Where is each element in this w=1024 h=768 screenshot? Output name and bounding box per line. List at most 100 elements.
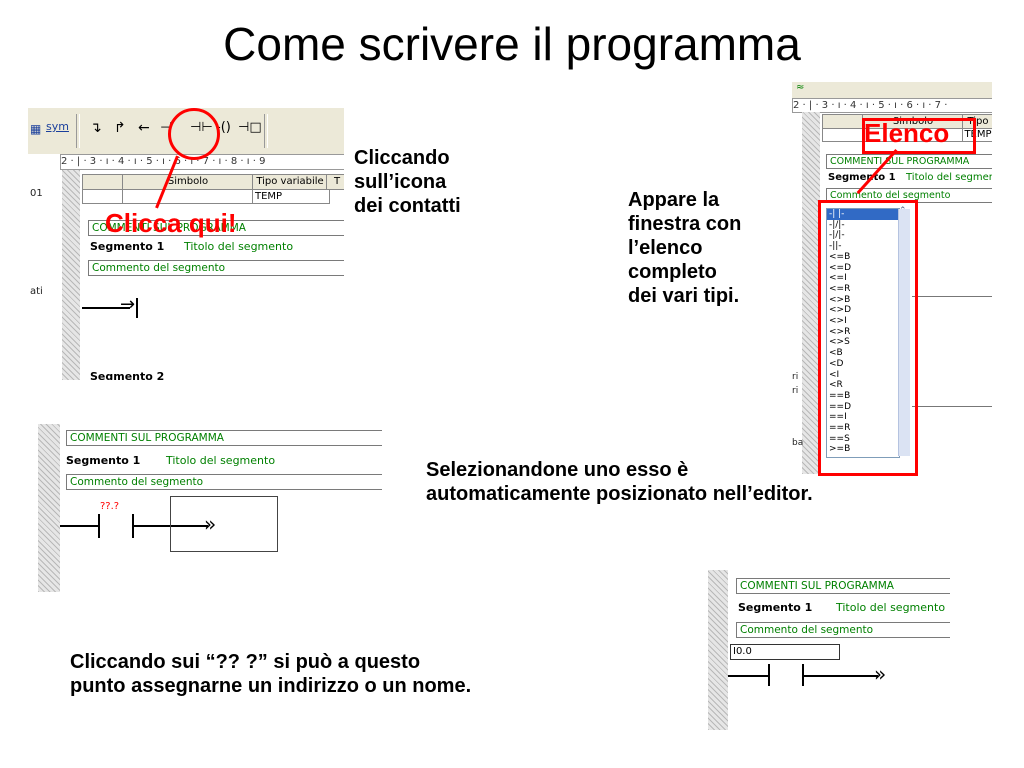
- contact-list-item[interactable]: ==B: [829, 390, 851, 401]
- rung-wire: [60, 525, 98, 527]
- box-icon[interactable]: ⊣□: [238, 120, 262, 135]
- caption-line: Cliccando: [354, 147, 450, 169]
- caption-line: punto assegnarne un indirizzo o un nome.: [70, 675, 472, 697]
- caption-line: dei vari tipi.: [628, 285, 740, 307]
- caption-line: Appare la: [628, 189, 720, 211]
- segment-label: Segmento 1: [738, 601, 813, 614]
- table-cell[interactable]: [82, 189, 124, 204]
- contact-list-item[interactable]: <=D: [829, 262, 852, 273]
- table-header-blank: [82, 174, 124, 190]
- address-input[interactable]: I0.0: [730, 644, 840, 660]
- highlight-circle: [168, 108, 220, 160]
- segment-comment[interactable]: Commento del segmento: [88, 260, 344, 276]
- segment-title[interactable]: Titolo del segmento: [906, 172, 992, 183]
- coil-output-icon: »: [204, 512, 217, 536]
- symbol-toggle-button[interactable]: sym: [46, 120, 69, 133]
- editor-screenshot-contact: COMMENTI SUL PROGRAMMA Segmento 1 Titolo…: [38, 424, 382, 592]
- contact-list-item[interactable]: <B: [829, 348, 843, 359]
- list-highlight-frame-top: [862, 118, 976, 154]
- segment-title[interactable]: Titolo del segmento: [836, 601, 946, 614]
- caption-line: Cliccando sui “?? ?” si può a questo: [70, 651, 421, 673]
- contact-list-item[interactable]: -|/|-: [829, 219, 845, 230]
- segment-comment[interactable]: Commento del segmento: [66, 474, 382, 490]
- contact-list-item[interactable]: <=B: [829, 251, 851, 262]
- toolbar-separator: [76, 114, 80, 148]
- contact-list-item[interactable]: <D: [829, 358, 844, 369]
- contact-list-item[interactable]: <R: [829, 380, 843, 391]
- list-scrollbar[interactable]: ⌃: [898, 206, 910, 456]
- segment-label: Segmento 2: [90, 370, 165, 380]
- caption-assign: Cliccando sui “?? ?” si può a questo pun…: [70, 650, 471, 698]
- contact-list-item[interactable]: <>D: [829, 305, 852, 316]
- program-comments[interactable]: COMMENTI SUL PROGRAMMA: [88, 220, 344, 236]
- table-header-type: Tipo variabile: [252, 174, 328, 190]
- list-annotation: Elenco: [864, 118, 950, 148]
- contact-list-item[interactable]: <>R: [829, 326, 851, 337]
- caption-selecting: Selezionandone uno esso è automaticament…: [426, 458, 813, 506]
- editor-screenshot-list: ≈ 2 · | · 3 · ı · 4 · ı · 5 · ı · 6 · ı …: [792, 82, 992, 474]
- segment-title[interactable]: Titolo del segmento: [184, 240, 294, 253]
- table-header-t: T: [326, 174, 344, 190]
- wave-icon: ≈: [796, 82, 805, 93]
- scroll-up-icon[interactable]: ⌃: [899, 206, 907, 216]
- rung-wire: [912, 296, 992, 297]
- contact-list-item[interactable]: >=B: [829, 444, 851, 455]
- rung-end-arrow: →: [120, 294, 136, 315]
- branch-close-icon[interactable]: ↱: [114, 120, 126, 136]
- rung-wire: [802, 675, 878, 677]
- segment-comment[interactable]: Commento del segmento: [736, 622, 950, 638]
- program-comments[interactable]: COMMENTI SUL PROGRAMMA: [736, 578, 950, 594]
- arrow-left-icon[interactable]: ←: [138, 120, 150, 136]
- contact-list-item[interactable]: <>I: [829, 316, 847, 327]
- table-cell-type[interactable]: TEMP: [962, 128, 992, 142]
- side-label: ba: [792, 438, 804, 448]
- click-here-annotation: Clicca qui!: [105, 208, 237, 238]
- contact-list-item[interactable]: ==D: [829, 401, 852, 412]
- contact-address-placeholder[interactable]: ??.?: [100, 501, 120, 512]
- table-cell[interactable]: [822, 128, 864, 142]
- editor-toolbar: ≈: [792, 82, 992, 98]
- side-label: ri: [792, 386, 799, 396]
- contact-list-item[interactable]: <>B: [829, 294, 851, 305]
- table-header-symbol: Simbolo: [122, 174, 254, 190]
- caption-window-appears: Appare la finestra con l’elenco completo…: [628, 188, 741, 308]
- caption-line: Selezionandone uno esso è: [426, 459, 689, 481]
- toolbar-separator-2: [264, 114, 268, 148]
- contact-list-item[interactable]: -||-: [829, 241, 842, 252]
- contact-list-item[interactable]: ==R: [829, 423, 851, 434]
- rung-wire: [912, 406, 992, 407]
- side-label: 01: [30, 188, 43, 199]
- table-cell[interactable]: [122, 189, 254, 204]
- rung-wire: [82, 307, 130, 309]
- caption-line: completo: [628, 261, 717, 283]
- segment-label: Segmento 1: [66, 454, 141, 467]
- side-label: ati: [30, 286, 43, 297]
- caption-click-icon: Cliccando sull’icona dei contatti: [354, 146, 461, 218]
- contact-list-item[interactable]: -|/|-: [829, 230, 845, 241]
- rung-end-bar: [136, 298, 138, 318]
- coil-output-icon: »: [874, 662, 887, 686]
- caption-line: sull’icona: [354, 171, 447, 193]
- editor-margin: [802, 112, 820, 474]
- contact-list-item[interactable]: <>S: [829, 337, 850, 348]
- contact-list-item[interactable]: ==S: [829, 433, 850, 444]
- program-comments[interactable]: COMMENTI SUL PROGRAMMA: [826, 154, 992, 169]
- table-cell-type[interactable]: TEMP: [252, 189, 330, 204]
- contact-list-item[interactable]: <=I: [829, 273, 847, 284]
- contact-left: [98, 514, 100, 538]
- branch-open-icon[interactable]: ↴: [90, 120, 102, 136]
- network-icon[interactable]: ▦: [30, 122, 42, 136]
- contact-list-item[interactable]: <I: [829, 369, 840, 380]
- segment-title[interactable]: Titolo del segmento: [166, 454, 276, 467]
- segment-label: Segmento 1: [828, 172, 896, 183]
- left-margin: [28, 154, 60, 380]
- rung-wire: [728, 675, 768, 677]
- contact-list-item[interactable]: -| |-: [827, 209, 899, 220]
- contact-list-item[interactable]: <=R: [829, 283, 851, 294]
- contact-list-item[interactable]: ==I: [829, 412, 847, 423]
- caption-line: automaticamente posizionato nell’editor.: [426, 483, 813, 505]
- program-comments[interactable]: COMMENTI SUL PROGRAMMA: [66, 430, 382, 446]
- segment-label: Segmento 1: [90, 240, 165, 253]
- editor-screenshot-address: COMMENTI SUL PROGRAMMA Segmento 1 Titolo…: [708, 570, 950, 730]
- contact-type-list[interactable]: -| |--|/|--|/|--||-<=B<=D<=I<=R<>B<>D<>I…: [826, 208, 900, 458]
